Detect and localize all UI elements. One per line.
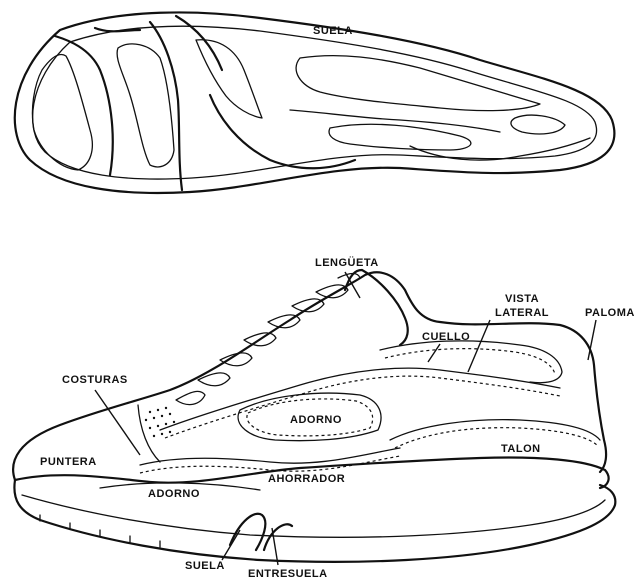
toe-cap: [138, 405, 160, 462]
label-lateral: LATERAL: [495, 307, 549, 319]
tread-patch-center: [196, 40, 262, 118]
leader-suela-bottom: [222, 530, 240, 560]
flex-groove-4: [176, 16, 222, 70]
tread-patch-heel: [296, 56, 540, 111]
label-paloma: PALOMA: [585, 307, 635, 319]
label-vista: VISTA: [505, 293, 539, 305]
collar: [380, 341, 562, 383]
label-ahorrador: AHORRADOR: [268, 473, 345, 485]
heel-counter-stitch: [395, 428, 598, 448]
flex-groove-5: [210, 95, 355, 168]
sole-outline: [15, 12, 615, 193]
label-adorno-lower: ADORNO: [148, 488, 200, 500]
label-lengueta: LENGÜETA: [315, 256, 379, 269]
label-cuello: CUELLO: [422, 331, 470, 343]
leader-vista-lateral: [468, 320, 490, 372]
flex-groove-6: [290, 110, 500, 132]
shoe-side-view: LENGÜETA VISTA LATERAL PALOMA CUELLO COS…: [13, 256, 635, 580]
label-talon: TALON: [501, 443, 541, 455]
sole-view: SUELA: [15, 12, 615, 193]
outsole-ticks: [40, 515, 160, 547]
label-costuras: COSTURAS: [62, 374, 128, 386]
label-suela-top: SUELA: [313, 25, 353, 37]
overlay-ahorrador: [140, 448, 400, 465]
heel-pod: [511, 115, 565, 134]
leader-entresuela: [272, 528, 278, 565]
label-adorno-upper: ADORNO: [290, 414, 342, 426]
leader-cuello: [428, 344, 440, 362]
eyestay: [160, 368, 560, 430]
tread-patch-heel-low: [329, 124, 471, 150]
eyestay-stitch: [165, 376, 560, 438]
tread-patch-toe: [32, 55, 92, 170]
label-puntera: PUNTERA: [40, 456, 97, 468]
collar-stitch: [385, 349, 555, 374]
toe-perforations: [145, 407, 175, 437]
outsole-tread-line: [22, 495, 605, 537]
heel-counter: [390, 420, 600, 440]
outsole: [14, 480, 615, 562]
leader-costuras: [95, 390, 140, 455]
label-suela-bottom: SUELA: [185, 560, 225, 572]
tread-patch-midfoot: [117, 44, 174, 167]
label-entresuela: ENTRESUELA: [248, 568, 328, 580]
